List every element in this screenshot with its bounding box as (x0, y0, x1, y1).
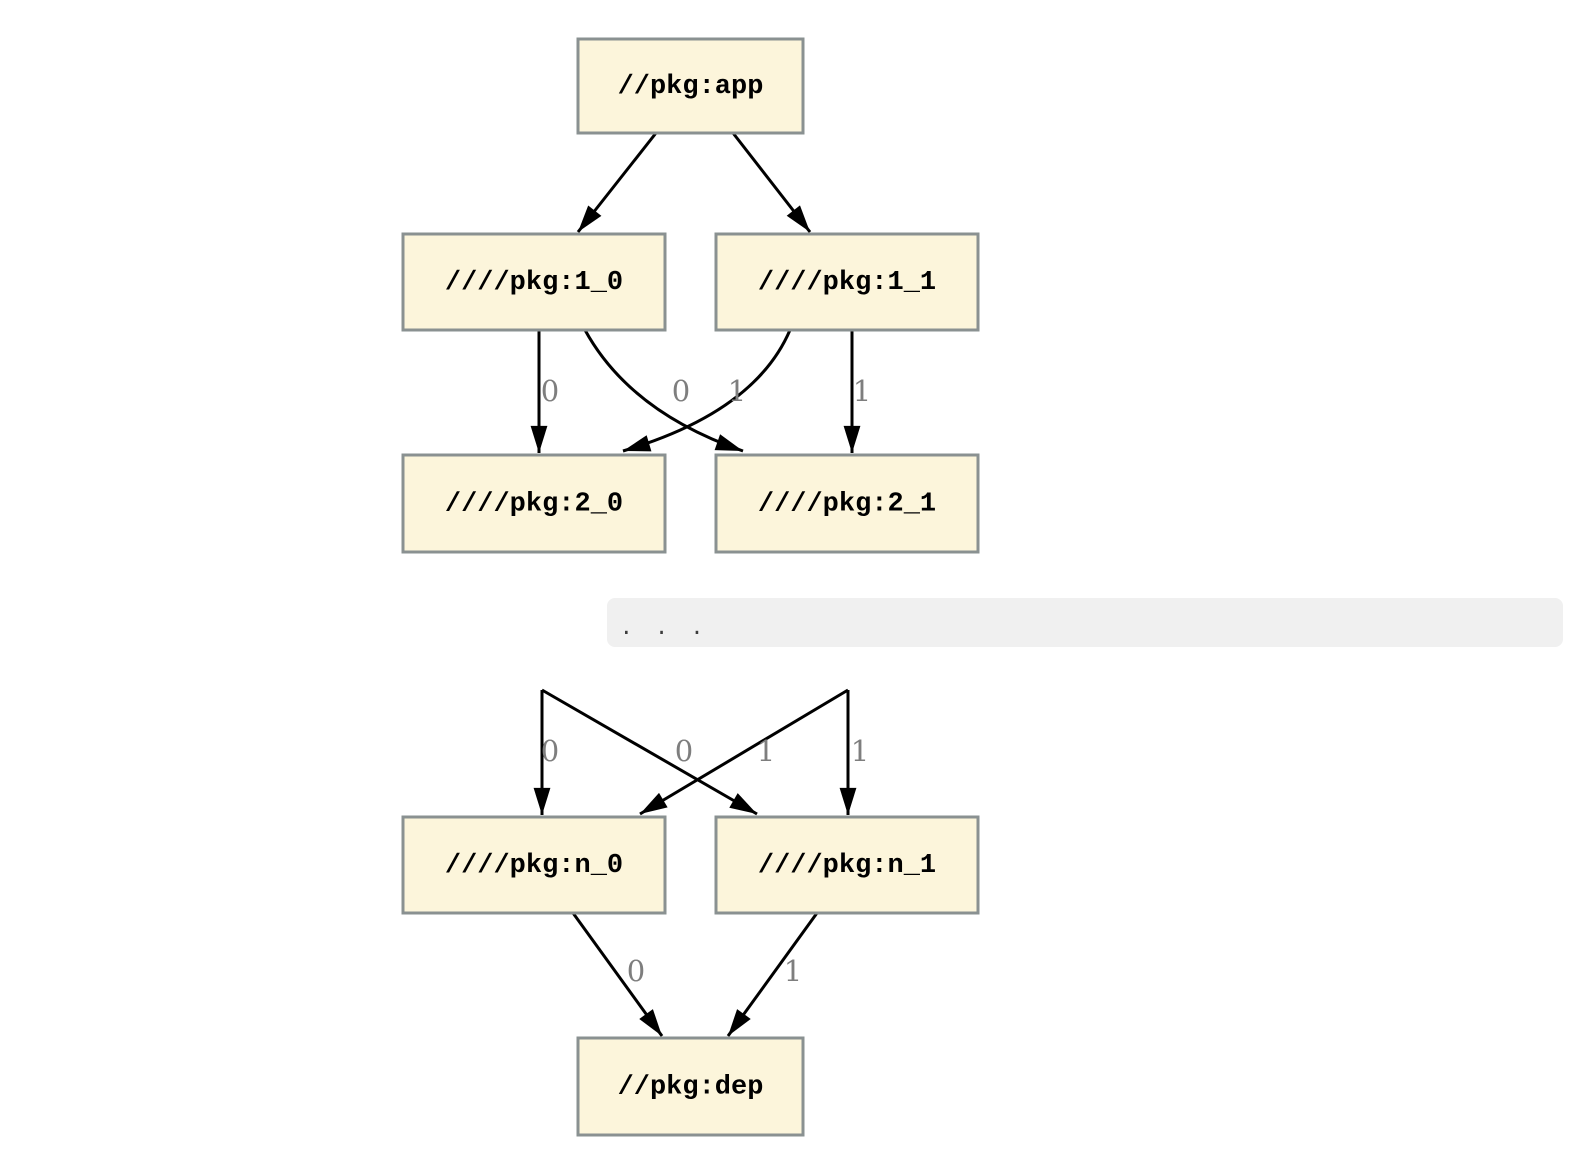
node-n_1: ////pkg:n_1 (714, 815, 980, 915)
ellipsis-text: . . . (620, 615, 708, 639)
edge-label-n_1-to-dep: 1 (784, 954, 802, 988)
edge-app-to-1_0 (576, 132, 658, 233)
edge-label-1_1-to-2_1: 1 (853, 374, 871, 408)
node-box-dep (576, 1036, 805, 1137)
node-label-n_1: ////pkg:n_1 (758, 851, 936, 881)
edge-label-ellipsis-to-n_0: 0 (675, 734, 693, 768)
node-label-n_0: ////pkg:n_0 (445, 851, 623, 881)
edge-n_0-to-dep (571, 912, 664, 1037)
node-box-2_0 (401, 453, 667, 554)
edge-label-ellipsis-to-n_1: 1 (757, 734, 775, 768)
edge-label-ellipsis-to-n_0: 0 (541, 734, 559, 768)
node-label-2_0: ////pkg:2_0 (445, 490, 623, 520)
node-label-1_1: ////pkg:1_1 (758, 268, 936, 298)
node-2_1: ////pkg:2_1 (714, 453, 980, 554)
node-box-1_1 (714, 232, 980, 332)
edge-app-to-1_1 (731, 132, 812, 233)
edge-n_1-to-dep (726, 912, 819, 1037)
node-label-2_1: ////pkg:2_1 (758, 490, 936, 520)
ellipsis-code-band (607, 598, 1563, 647)
node-1_1: ////pkg:1_1 (714, 232, 980, 332)
node-2_0: ////pkg:2_0 (401, 453, 667, 554)
edge-ellipsis-to-n_1 (541, 688, 758, 816)
edge-label-1_0-to-2_0: 0 (541, 374, 559, 408)
edge-ellipsis-to-n_0 (639, 688, 849, 816)
node-dep: //pkg:dep (576, 1036, 805, 1137)
node-box-n_0 (401, 815, 667, 915)
node-app: //pkg:app (576, 37, 805, 135)
node-1_0: ////pkg:1_0 (401, 232, 667, 332)
nodes-layer: //pkg:app ////pkg:1_0 ////pkg:1_1 ////pkg:2… (401, 37, 980, 1137)
edge-labels-layer: 0 1 0 1 0 1 0 1 0 1 (541, 374, 871, 988)
edge-1_0-to-2_1 (583, 329, 744, 453)
node-n_0: ////pkg:n_0 (401, 815, 667, 915)
edge-1_1-to-2_0 (622, 329, 792, 453)
separator-layer: . . . (607, 598, 1563, 647)
node-box-app (576, 37, 805, 135)
edge-label-n_0-to-dep: 0 (627, 954, 645, 988)
node-box-1_0 (401, 232, 667, 332)
edge-label-1_1-to-2_0: 0 (672, 374, 690, 408)
edges-layer (530, 132, 861, 1037)
node-box-2_1 (714, 453, 980, 554)
edge-label-ellipsis-to-n_1: 1 (851, 734, 869, 768)
edge-label-1_0-to-2_1: 1 (728, 374, 746, 408)
node-label-1_0: ////pkg:1_0 (445, 268, 623, 298)
node-box-n_1 (714, 815, 980, 915)
node-label-app: //pkg:app (618, 72, 764, 102)
node-label-dep: //pkg:dep (618, 1073, 764, 1103)
